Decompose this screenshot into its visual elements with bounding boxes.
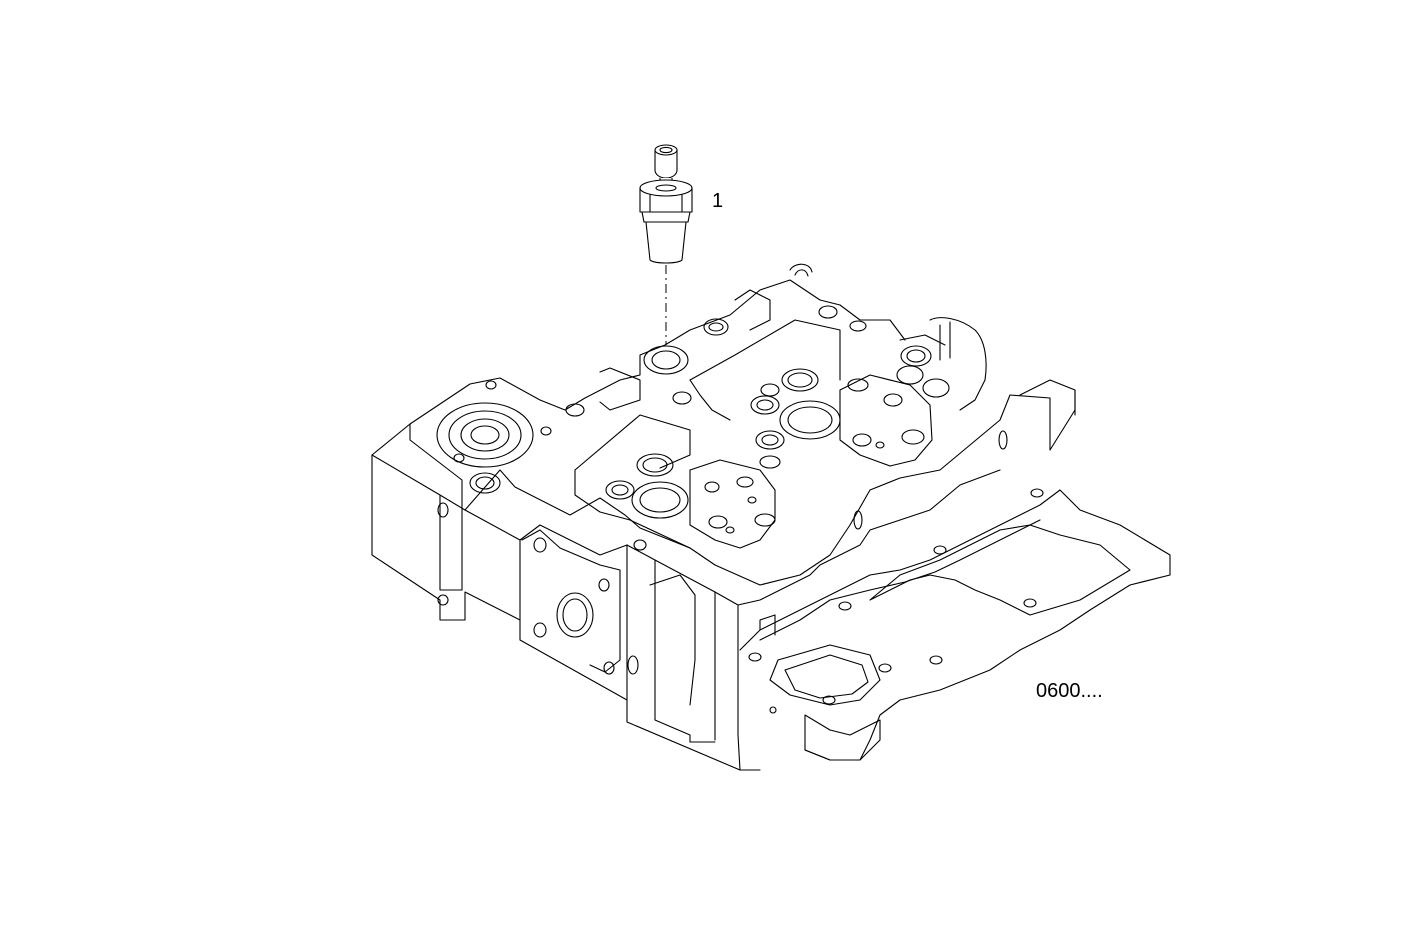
part-number-callout: 1: [712, 190, 724, 212]
diagram-reference-code: 0600....: [1036, 680, 1103, 702]
part-1-fitting: [639, 144, 693, 345]
cylinder-head-drawing: [371, 263, 1171, 771]
